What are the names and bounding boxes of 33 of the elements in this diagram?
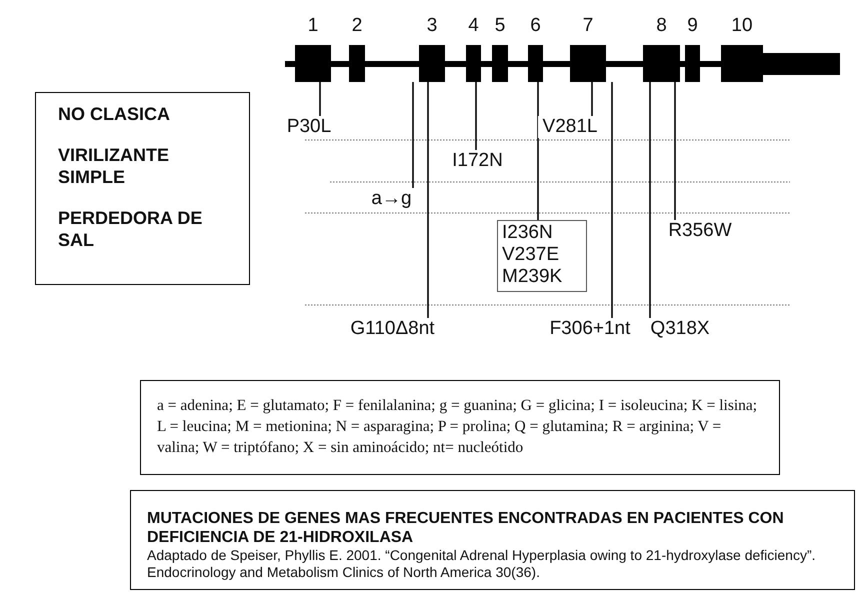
exon-number: 6 [529, 15, 542, 37]
citation-text: Adaptado de Speiser, Phyllis E. 2001. “Congenital Adrenal Hyperplasia owing to 21-hydroxylase deficiency”. Endocrinology and Metabolism Clinics of North America 30(36). [147, 547, 816, 581]
leader-line [649, 82, 651, 318]
leader-line [537, 82, 539, 220]
mutation-label: V237E [502, 244, 560, 266]
exon-number: 2 [350, 15, 364, 37]
mutation-label: I236N [502, 222, 553, 244]
exon-number: 9 [686, 15, 699, 37]
leader-line [475, 82, 477, 150]
category-label: NO CLASICA [58, 103, 171, 125]
leader-line [611, 82, 613, 318]
mutation-box [497, 220, 587, 292]
category-box [35, 92, 250, 285]
exon-number: 7 [582, 15, 594, 37]
caption-heading: MUTACIONES DE GENES MAS FRECUENTES ENCONTRADAS EN PACIENTES CON DEFICIENCIA DE 21-HIDROXILASA [147, 509, 785, 547]
abbreviation-box [140, 380, 780, 475]
leader-line [427, 82, 429, 318]
category-label: PERDEDORA DE SAL [58, 207, 204, 251]
exon-number: 1 [306, 15, 320, 37]
exon-number: 10 [730, 15, 754, 37]
leader-line [319, 82, 321, 116]
leader-line [674, 82, 676, 220]
exon-number: 4 [467, 15, 480, 37]
exon-number: 5 [494, 15, 506, 37]
leader-line [591, 82, 593, 116]
mutation-label: M239K [502, 266, 562, 288]
exon-number: 3 [426, 15, 438, 37]
caption-box [130, 490, 855, 590]
leader-line [412, 82, 414, 188]
exon-number: 8 [655, 15, 668, 37]
gene-drawing [285, 45, 840, 82]
category-label: VIRILIZANTE SIMPLE [58, 144, 170, 188]
abbreviation-text: a = adenina; E = glutamato; F = fenilalanina; g = guanina; G = glicina; I = isoleucina; K = lisina; L = leucina; M = metionina; N = asparagina; P = prolina; Q = glutamina; R = arginina; V = valina; W = triptófano; X = sin aminoácido; nt= nucleótido [157, 396, 758, 458]
